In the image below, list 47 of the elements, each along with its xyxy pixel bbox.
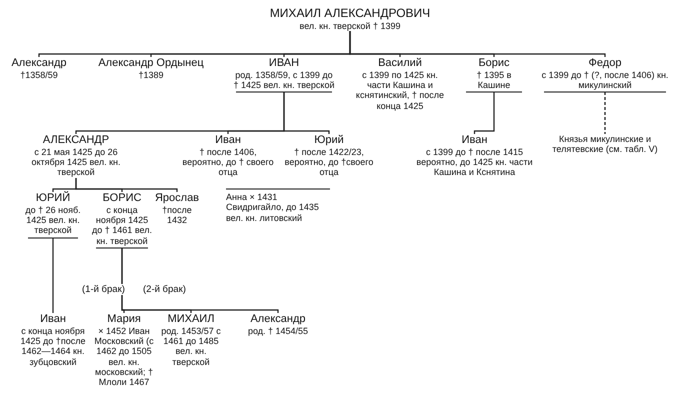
person-name: Федор: [588, 57, 622, 70]
person-name: ИВАН: [268, 57, 300, 70]
person-name: МИХАИЛ АЛЕКСАНДРОВИЧ: [268, 7, 432, 21]
person-note: Князья микулинские и телятевские (см. табл. V): [551, 134, 659, 155]
person-note: до † 26 нояб. 1425 вел. кн. тверской: [24, 204, 82, 236]
person-name: Мария: [106, 313, 142, 326]
person-name: ЮРИЙ: [34, 192, 72, 205]
marriage-note: (2-й брак): [143, 284, 186, 295]
descent-line: [349, 31, 606, 57]
descent-line: [52, 238, 54, 313]
person-name: Борис: [477, 57, 511, 70]
person-note: с 1399 по 1425 кн. части Кашина и кснятинский, † после конца 1425: [354, 70, 446, 112]
person-name: Александр: [10, 57, 68, 70]
person-name: БОРИС: [102, 192, 142, 205]
person-note: × 1452 Иван Московский (с 1462 до 1505 вел. кн. московский; † Млоли 1467: [93, 326, 155, 388]
person-note: с 21 мая 1425 до 26 октября 1425 вел. кн. тверской: [30, 146, 122, 178]
person-note: с конца ноября 1425 до †после 1462—1464 кн. зубцовский: [20, 326, 86, 368]
person-name: Юрий: [313, 134, 345, 147]
person-note: Анна × 1431 Свидригайло, до 1435 вел. кн. литовский: [226, 192, 320, 224]
person-name: Иван: [39, 313, 67, 326]
person-name: Иван: [460, 134, 488, 147]
person-name: Ярослав: [154, 192, 200, 205]
person-note: †1389: [137, 70, 165, 80]
person-name: МИХАИЛ: [166, 313, 216, 326]
descent-line: [75, 178, 178, 192]
person-name: Александр Ордынец: [97, 57, 205, 70]
descent-line: [474, 92, 495, 134]
descent-line: [283, 92, 330, 134]
person-name: Александр: [249, 313, 307, 326]
person-name: Иван: [214, 134, 242, 147]
descent-line: [604, 92, 606, 134]
person-note: род. 1453/57 с 1461 до 1485 вел. кн. тверской: [160, 326, 222, 368]
marriage-note: (1-й брак): [82, 284, 125, 295]
person-note: † после 1406, вероятно, до † своего отца: [181, 146, 275, 178]
descent-line: [121, 248, 279, 313]
person-note: с 1399 до † (?, после 1406) кн. микулинский: [540, 70, 670, 90]
person-note: † после 1422/23, вероятно, до †своего отца: [284, 146, 374, 178]
person-note: † 1395 в Кашине: [476, 70, 512, 90]
person-name: АЛЕКСАНДР: [42, 134, 110, 147]
person-note: вел. кн. тверской † 1399: [298, 20, 402, 32]
person-note: с конца ноября 1425 до † 1461 вел. кн. тверской: [92, 204, 152, 246]
person-note: род. 1358/59, с 1399 до † 1425 вел. кн. тверской: [232, 70, 336, 90]
person-note: †после 1432: [161, 204, 193, 226]
person-name: Василий: [377, 57, 423, 70]
person-note: с 1399 до † после 1415 вероятно, до 1425 кн. части Кашина и Кснятина: [415, 146, 534, 178]
person-note: †1358/59: [19, 70, 59, 80]
person-note: род. † 1454/55: [246, 326, 310, 336]
